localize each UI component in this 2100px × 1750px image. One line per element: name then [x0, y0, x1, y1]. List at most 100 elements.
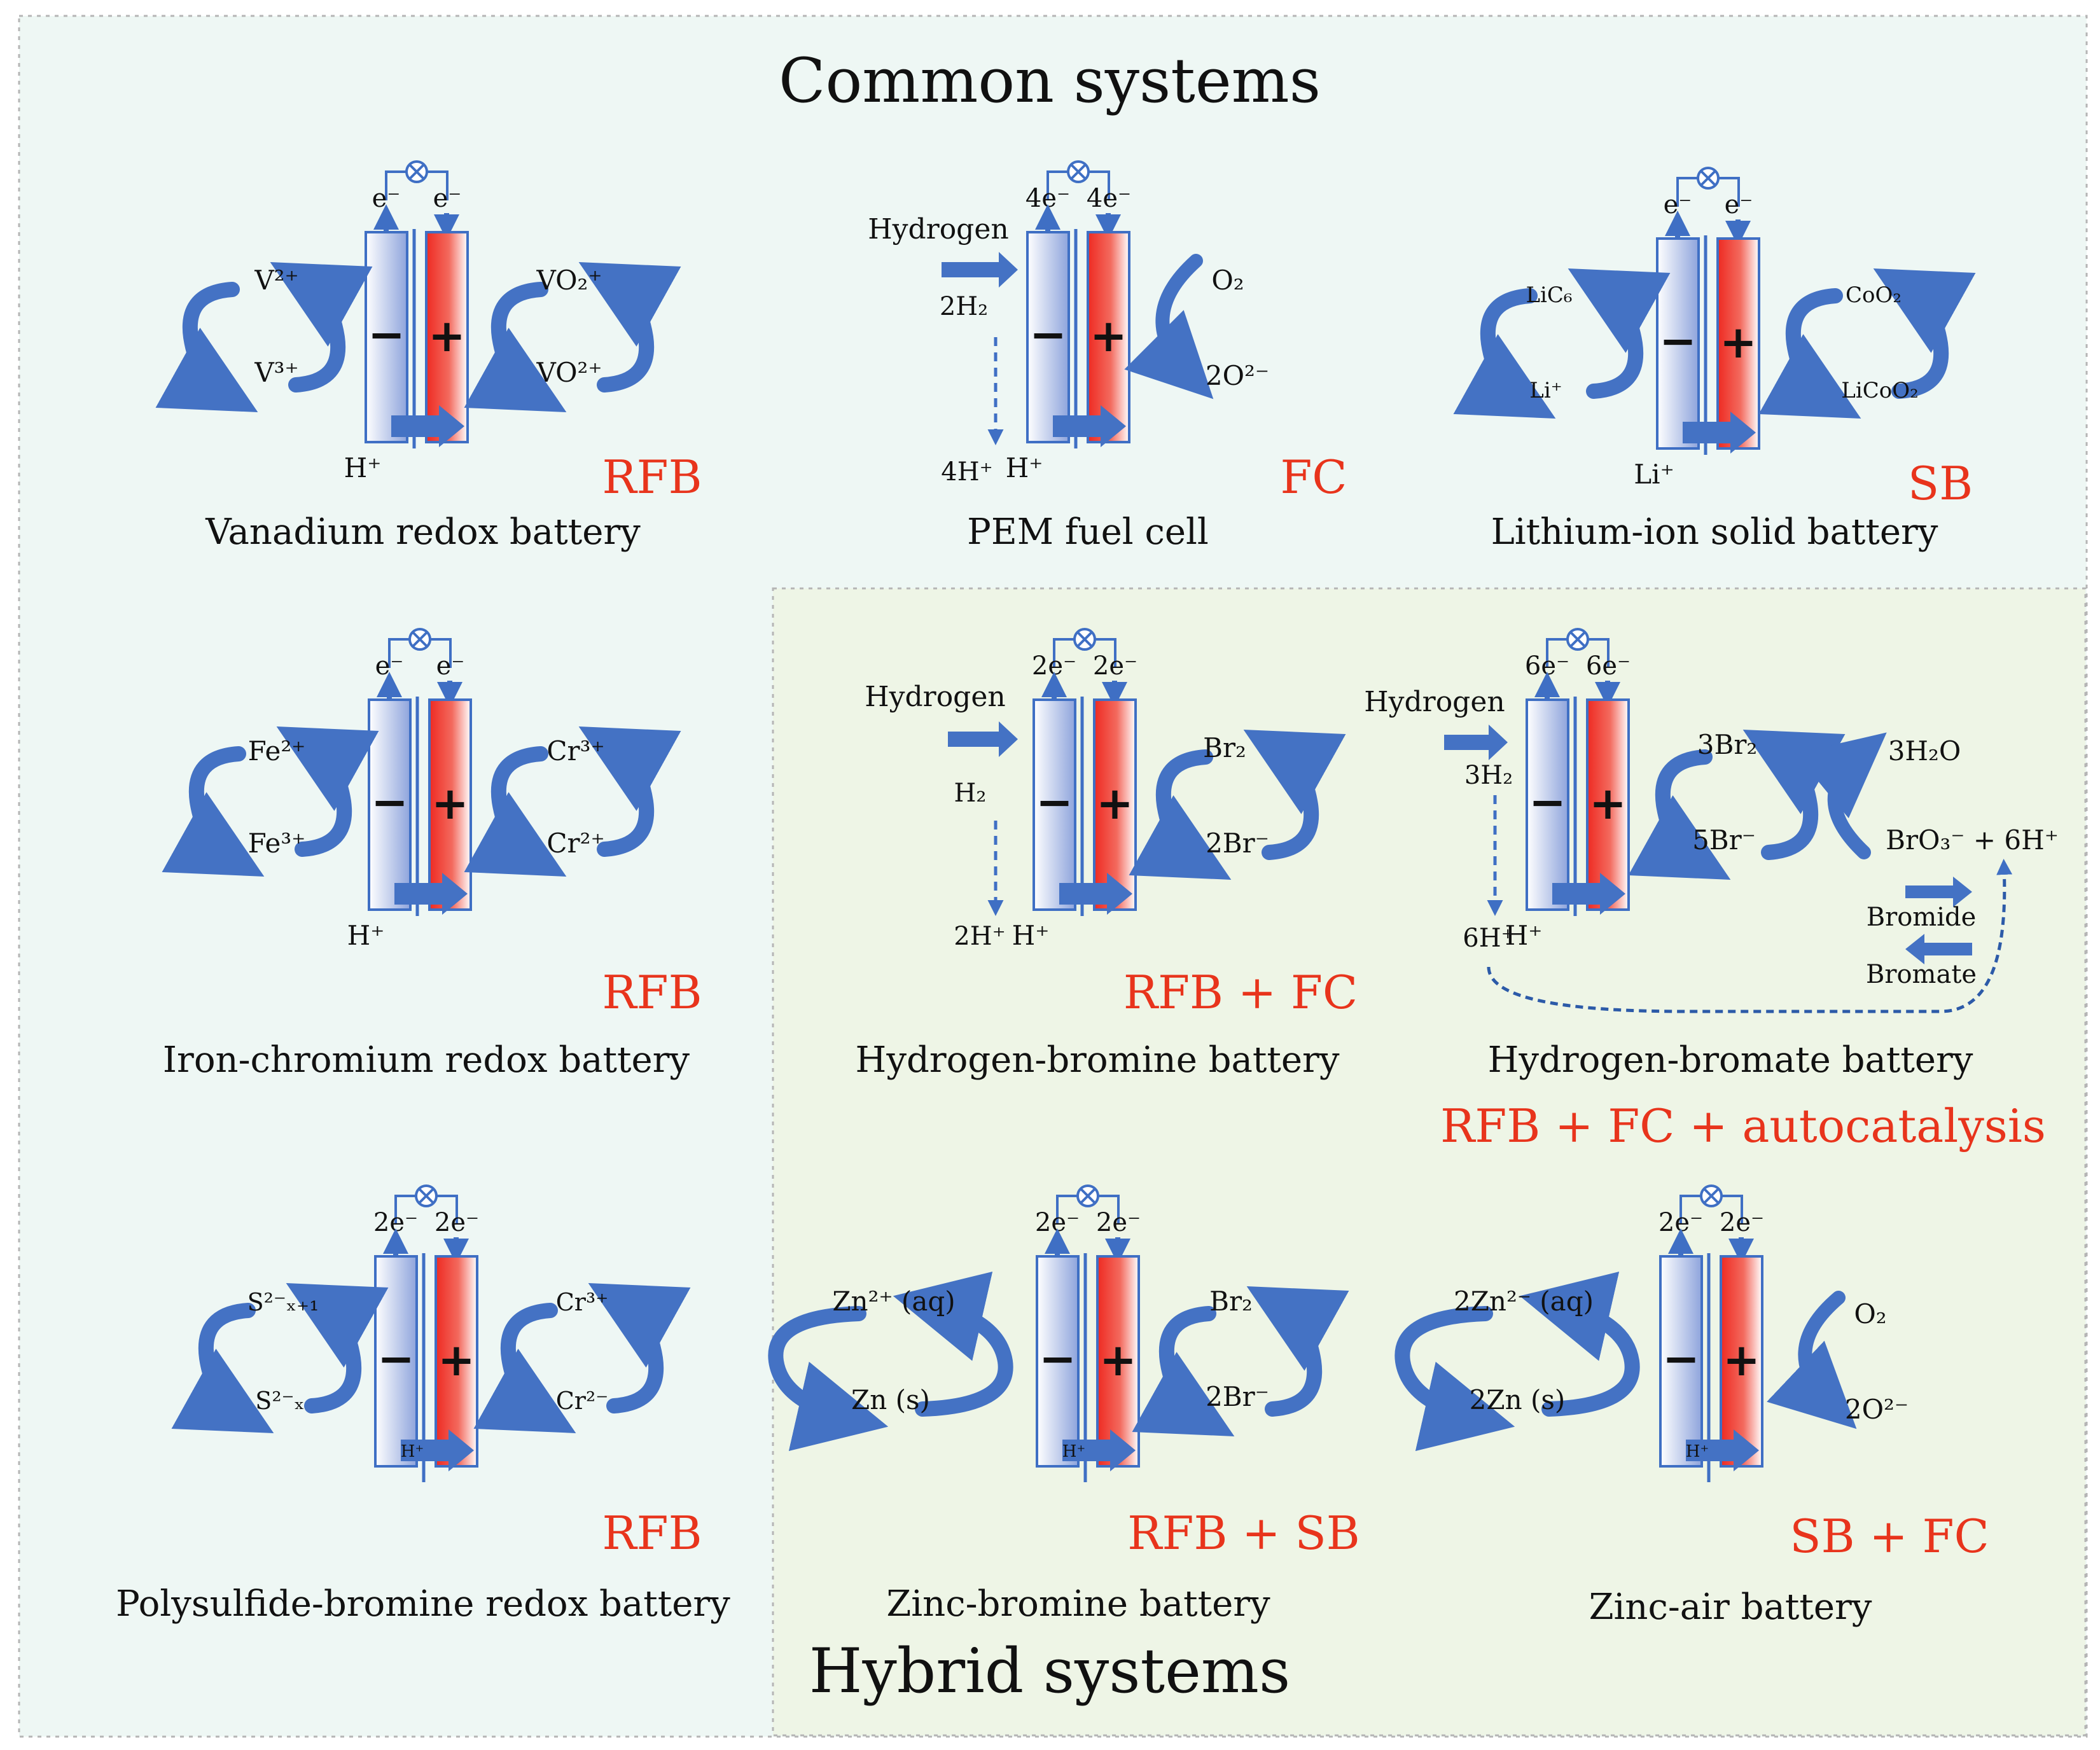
- lithium-right-cycle-arrow-left: [1758, 288, 1861, 419]
- ironchromium-ion-label: H⁺: [347, 920, 385, 951]
- lithium-lamp-cross: [1700, 170, 1716, 186]
- lithium-right-bottom-species: LiCoO₂: [1841, 378, 1918, 403]
- pem-ion-arrow: [1053, 405, 1126, 447]
- zincair-right-top-species: O₂: [1854, 1298, 1886, 1330]
- hybrid-systems-header: Hybrid systems: [809, 1635, 1290, 1707]
- lithium-ion-cell: e⁻e⁻−+Li⁺LiC₆Li⁺CoO₂LiCoO₂SBLithium-ion …: [1453, 167, 1976, 553]
- zincair-electron-right-label: 2e⁻: [1720, 1208, 1764, 1237]
- hbromate-recycle-dashed-arrow: [1487, 859, 2013, 1013]
- polysulfide-minus-sign: −: [377, 1333, 415, 1385]
- iron-chromium-cell: e⁻e⁻−+H⁺Fe²⁺Fe³⁺Cr³⁺Cr²⁺RFBIron-chromium…: [162, 628, 702, 1081]
- zincair-lamp-cross: [1703, 1188, 1720, 1204]
- hbromate-feed-arrow: [1444, 725, 1508, 760]
- hbromate-bromate-arrow: [1905, 934, 1972, 964]
- hbromine-title: Hydrogen-bromine battery: [856, 1039, 1340, 1081]
- polysulfide-ion-label: H⁺: [401, 1442, 424, 1461]
- zincair-ion-arrow: [1686, 1429, 1759, 1471]
- polysulfide-title: Polysulfide-bromine redox battery: [116, 1583, 730, 1625]
- vanadium-ion-arrow: [391, 405, 464, 447]
- zincbromine-ion-label: H⁺: [1062, 1442, 1085, 1461]
- pem-feed-arrow: [942, 252, 1018, 288]
- zincair-type-tag: SB + FC: [1790, 1510, 1989, 1563]
- zincbromine-right-top-species: Br₂: [1209, 1286, 1253, 1317]
- pem-feed-product: 4H⁺: [941, 457, 992, 487]
- pem-lamp-cross: [1070, 163, 1087, 180]
- hbromine-electron-right-label: 2e⁻: [1093, 651, 1137, 681]
- lithium-electron-right-label: e⁻: [1725, 190, 1753, 219]
- pem-title: PEM fuel cell: [967, 511, 1209, 553]
- zincair-left-cycle-arrow-left: [1394, 1306, 1515, 1452]
- zincair-cathode-curved-arrow: [1767, 1291, 1857, 1429]
- hbromate-middle-cycle-arrow-left: [1628, 749, 1731, 880]
- ironchromium-right-cycle-arrow-right: [578, 726, 681, 857]
- vanadium-anode: [365, 231, 408, 443]
- ironchromium-right-cycle-arrow-left: [464, 746, 567, 877]
- hbromine-ion-label: H⁺: [1012, 920, 1050, 951]
- zincbromine-electron-right-label: 2e⁻: [1096, 1208, 1141, 1237]
- hbromate-electron-right-label: 6e⁻: [1586, 651, 1631, 681]
- pem-right-bottom-species: 2O²⁻: [1206, 360, 1269, 391]
- hbromate-curved-arrow: [1795, 732, 1887, 859]
- pem-electron-left-label: 4e⁻: [1026, 184, 1070, 213]
- polysulfide-electron-left-label: 2e⁻: [373, 1208, 418, 1237]
- lithium-left-cycle-arrow-right: [1568, 268, 1671, 399]
- polysulfide-left-bottom-species: S²⁻ₓ: [255, 1387, 304, 1415]
- zincair-anode: [1659, 1255, 1703, 1468]
- hbromate-feed-product: 6H⁺: [1463, 924, 1514, 953]
- hbromate-feed-species: 3H₂: [1464, 761, 1513, 790]
- polysulfide-ion-arrow: [401, 1429, 474, 1471]
- hbromate-lamp-cross: [1569, 631, 1586, 648]
- ironchromium-lamp-cross: [412, 631, 428, 648]
- zincair-left-bottom-species: 2Zn (s): [1470, 1384, 1566, 1415]
- hbromate-plus-sign: +: [1589, 777, 1627, 830]
- ironchromium-left-top-species: Fe²⁺: [248, 735, 306, 767]
- vanadium-left-cycle-arrow-left: [155, 282, 258, 412]
- zincbromine-left-cycle-arrow-right: [893, 1271, 1013, 1417]
- vanadium-ion-label: H⁺: [344, 452, 382, 483]
- lithium-ion-arrow: [1683, 412, 1756, 454]
- pem-type-tag: FC: [1280, 450, 1347, 504]
- zincbromine-electron-left-label: 2e⁻: [1035, 1208, 1080, 1237]
- common-systems-header: Common systems: [779, 45, 1321, 116]
- pem-cathode-curved-arrow: [1124, 254, 1214, 399]
- zincbromine-right-cycle-arrow-left: [1132, 1306, 1235, 1436]
- ironchromium-right-top-species: Cr³⁺: [546, 735, 604, 767]
- ironchromium-plus-sign: +: [431, 777, 469, 830]
- ironchromium-ion-arrow: [394, 873, 468, 915]
- vanadium-left-bottom-species: V³⁺: [254, 357, 298, 388]
- hbromine-plus-sign: +: [1096, 777, 1134, 830]
- hbromine-right-bottom-species: 2Br⁻: [1206, 828, 1269, 859]
- hbromine-ion-arrow: [1059, 873, 1132, 915]
- pem-electron-right-label: 4e⁻: [1087, 184, 1131, 213]
- pem-right-top-species: O₂: [1211, 265, 1244, 296]
- polysulfide-bromine-cell: 2e⁻2e⁻−+H⁺S²⁻ₓ₊₁S²⁻ₓCr³⁺Cr²⁻RFBPolysulfi…: [116, 1184, 730, 1625]
- ironchromium-minus-sign: −: [371, 776, 408, 828]
- vanadium-electron-right-label: e⁻: [433, 184, 462, 213]
- zincbromine-anode: [1036, 1255, 1080, 1468]
- vanadium-cathode: [425, 231, 469, 443]
- hbromate-ion-label: H⁺: [1505, 920, 1543, 951]
- zincair-left-top-species: 2Zn²⁻ (aq): [1454, 1286, 1594, 1317]
- ironchromium-left-bottom-species: Fe³⁺: [248, 828, 306, 859]
- zincbromine-minus-sign: −: [1039, 1333, 1076, 1385]
- pem-feed-label: Hydrogen: [868, 213, 1008, 246]
- pem-anode: [1026, 231, 1070, 443]
- hbromine-electron-left-label: 2e⁻: [1032, 651, 1076, 681]
- vanadium-type-tag: RFB: [602, 450, 702, 504]
- lithium-type-tag: SB: [1908, 457, 1973, 510]
- vanadium-lamp-cross: [408, 163, 425, 180]
- zincair-ion-label: H⁺: [1686, 1442, 1709, 1461]
- hbromine-right-top-species: Br₂: [1203, 732, 1246, 763]
- lithium-minus-sign: −: [1659, 315, 1697, 367]
- hbromate-type-tag: RFB + FC + autocatalysis: [1440, 1099, 2046, 1153]
- polysulfide-left-top-species: S²⁻ₓ₊₁: [247, 1288, 319, 1316]
- vanadium-right-bottom-species: VO²⁺: [536, 357, 602, 388]
- zincbromine-right-cycle-arrow-right: [1246, 1286, 1349, 1417]
- zincbromine-left-cycle-arrow-left: [768, 1306, 889, 1452]
- polysulfide-right-cycle-arrow-left: [473, 1303, 576, 1433]
- vanadium-minus-sign: −: [368, 309, 405, 361]
